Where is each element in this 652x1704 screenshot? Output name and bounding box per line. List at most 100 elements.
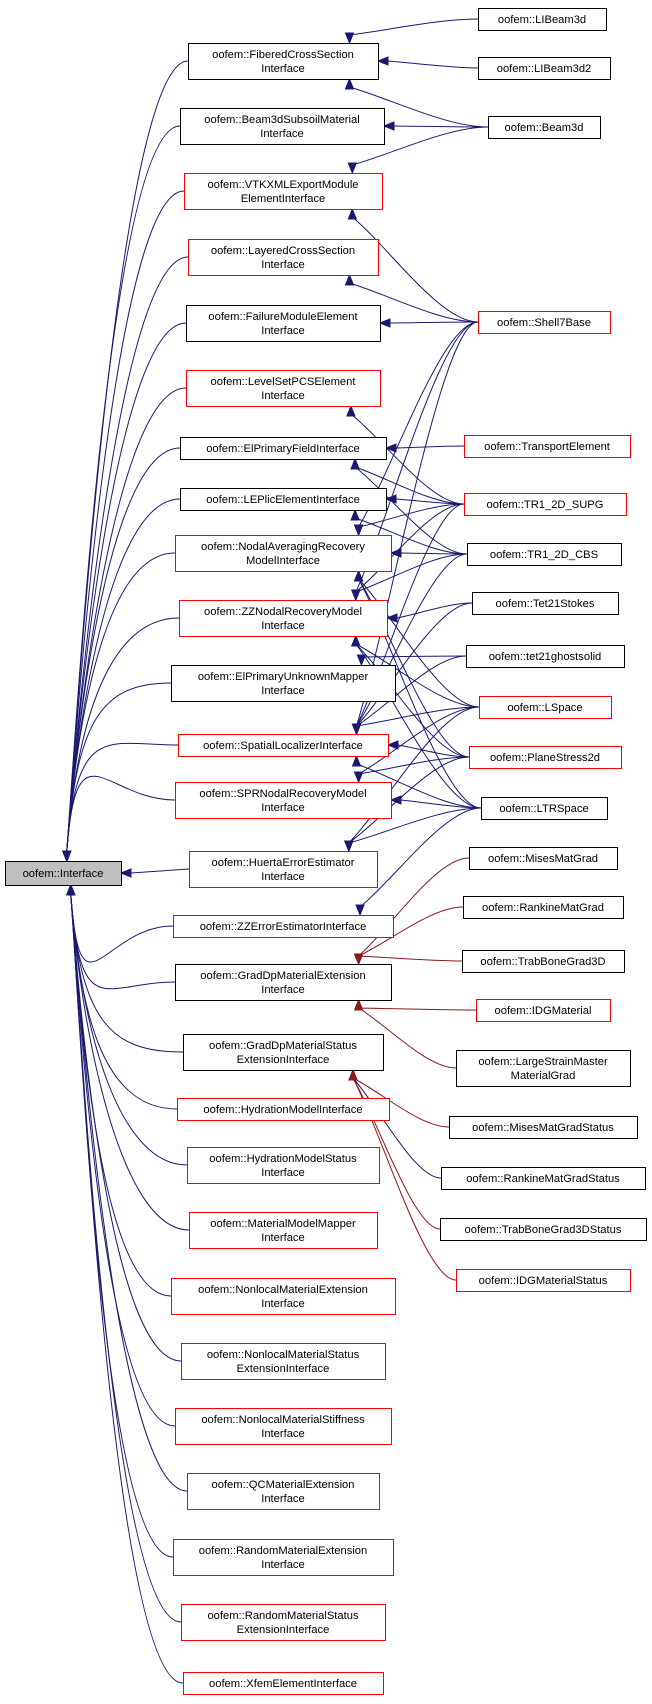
- class-node-mises-mat-grad-status[interactable]: oofem::MisesMatGradStatus: [449, 1116, 638, 1139]
- class-node-box: [178, 734, 389, 757]
- class-node-rankine-mat-grad[interactable]: oofem::RankineMatGrad: [463, 896, 624, 919]
- class-node-lspace[interactable]: oofem::LSpace: [479, 696, 612, 719]
- arrow-head: [119, 868, 132, 878]
- class-node-trab-bone-grad3-d[interactable]: oofem::TrabBoneGrad3D: [462, 950, 625, 973]
- class-node-label: oofem::TrabBoneGrad3DStatus: [465, 1224, 622, 1236]
- class-node-box: [469, 847, 618, 870]
- class-node-label: Interface: [261, 325, 305, 337]
- class-node-box: [175, 1408, 392, 1445]
- class-node-trab-bone-grad3-dstatus[interactable]: oofem::TrabBoneGrad3DStatus: [440, 1218, 647, 1241]
- class-node-tet21stokes[interactable]: oofem::Tet21Stokes: [472, 592, 619, 615]
- class-node-tr1supg[interactable]: oofem::TR1_2D_SUPG: [464, 493, 627, 516]
- class-node-transport-element[interactable]: oofem::TransportElement: [464, 435, 631, 458]
- edge-line: [70, 894, 176, 990]
- class-node-box: [472, 592, 619, 615]
- class-node-nonlocal-material-status-ext[interactable]: oofem::NonlocalMaterialStatusExtensionIn…: [181, 1343, 386, 1380]
- edge-line: [397, 744, 470, 758]
- edge-line: [349, 282, 479, 323]
- class-node-plane-stress2d[interactable]: oofem::PlaneStress2d: [469, 746, 622, 769]
- class-node-box: [462, 950, 625, 973]
- class-node-label: oofem::MisesMatGrad: [488, 853, 598, 865]
- class-node-mises-mat-grad[interactable]: oofem::MisesMatGrad: [469, 847, 618, 870]
- class-node-shell7base[interactable]: oofem::Shell7Base: [478, 311, 611, 334]
- class-node-tr1cbs[interactable]: oofem::TR1_2D_CBS: [467, 543, 622, 566]
- edge-line: [70, 894, 174, 963]
- class-node-nonlocal-material-stiffness[interactable]: oofem::NonlocalMaterialStiffnessInterfac…: [175, 1408, 392, 1445]
- class-node-box: [449, 1116, 638, 1139]
- class-node-label: MaterialGrad: [511, 1070, 576, 1082]
- inheritance-edge-ltrspace-to-huerta-error: [344, 807, 482, 853]
- inheritance-edge-shell7base-to-failure-module: [378, 318, 479, 328]
- arrow-head: [385, 613, 398, 623]
- arrow-head: [350, 457, 360, 470]
- inheritance-edge-level-set-pcs-to-interface: [62, 387, 187, 863]
- edge-line: [66, 125, 181, 852]
- class-node-box: [184, 173, 383, 210]
- class-node-label: Interface: [261, 390, 305, 402]
- inheritance-edge-vtkxml-to-interface: [62, 190, 185, 863]
- class-node-box: [466, 645, 625, 668]
- edge-line: [358, 955, 463, 962]
- class-node-el-primary-field[interactable]: oofem::ElPrimaryFieldInterface: [180, 437, 387, 460]
- edge-line: [356, 706, 480, 727]
- class-node-nonlocal-material-ext[interactable]: oofem::NonlocalMaterialExtensionInterfac…: [171, 1278, 396, 1315]
- edge-line: [355, 643, 470, 758]
- inheritance-edge-tr1cbs-to-spatial-localizer: [351, 553, 468, 736]
- class-node-beam3d[interactable]: oofem::Beam3d: [488, 116, 601, 139]
- class-node-vtkxml[interactable]: oofem::VTKXMLExportModuleElementInterfac…: [184, 173, 383, 210]
- class-node-tet21ghost[interactable]: oofem::tet21ghostsolid: [466, 645, 625, 668]
- class-node-rankine-mat-grad-status[interactable]: oofem::RankineMatGradStatus: [441, 1167, 646, 1190]
- class-node-idg-material[interactable]: oofem::IDGMaterial: [476, 999, 611, 1022]
- edge-line: [358, 578, 480, 708]
- class-node-spatial-localizer[interactable]: oofem::SpatialLocalizerInterface: [178, 734, 389, 757]
- class-node-label: oofem::Beam3d: [505, 122, 584, 134]
- class-node-le-plic[interactable]: oofem::LEPlicElementInterface: [180, 488, 387, 511]
- arrow-head: [350, 508, 360, 521]
- class-node-box: [173, 1539, 394, 1576]
- class-node-hydration-model[interactable]: oofem::HydrationModelInterface: [177, 1098, 390, 1121]
- arrow-head: [346, 404, 356, 417]
- inheritance-edge-xfem-element-to-interface: [66, 883, 184, 1684]
- class-node-box: [187, 1473, 380, 1510]
- class-node-libeam3d2[interactable]: oofem::LIBeam3d2: [478, 57, 611, 80]
- arrow-head: [347, 162, 358, 175]
- edge-line: [349, 86, 489, 128]
- class-node-nodal-averaging[interactable]: oofem::NodalAveragingRecoveryModelInterf…: [175, 535, 392, 572]
- class-node-box: [187, 1147, 380, 1184]
- class-node-idg-material-status[interactable]: oofem::IDGMaterialStatus: [456, 1269, 631, 1292]
- class-node-box: [189, 851, 378, 888]
- class-node-xfem-element[interactable]: oofem::XfemElementInterface: [183, 1672, 384, 1695]
- class-node-ltrspace[interactable]: oofem::LTRSpace: [481, 797, 608, 820]
- class-node-libeam3d[interactable]: oofem::LIBeam3d: [478, 8, 607, 31]
- class-node-box: [180, 488, 387, 511]
- class-node-grad-dp-material-status-ext[interactable]: oofem::GradDpMaterialStatusExtensionInte…: [183, 1034, 384, 1071]
- inheritance-edge-qc-material-ext-to-interface: [66, 883, 188, 1492]
- class-node-zz-error-estimator[interactable]: oofem::ZZErrorEstimatorInterface: [173, 915, 394, 938]
- arrow-head: [389, 795, 402, 805]
- class-node-box: [440, 1218, 647, 1241]
- class-node-label: oofem::LargeStrainMaster: [478, 1056, 608, 1068]
- class-node-label: Interface: [261, 1493, 305, 1505]
- class-node-interface[interactable]: oofem::Interface: [5, 861, 122, 886]
- class-node-label: Interface: [261, 63, 305, 75]
- edge-line: [358, 1007, 477, 1011]
- class-node-box: [171, 665, 396, 702]
- class-node-random-material-status-ext[interactable]: oofem::RandomMaterialStatusExtensionInte…: [181, 1604, 386, 1641]
- edge-line: [348, 756, 470, 844]
- arrow-head: [353, 569, 364, 582]
